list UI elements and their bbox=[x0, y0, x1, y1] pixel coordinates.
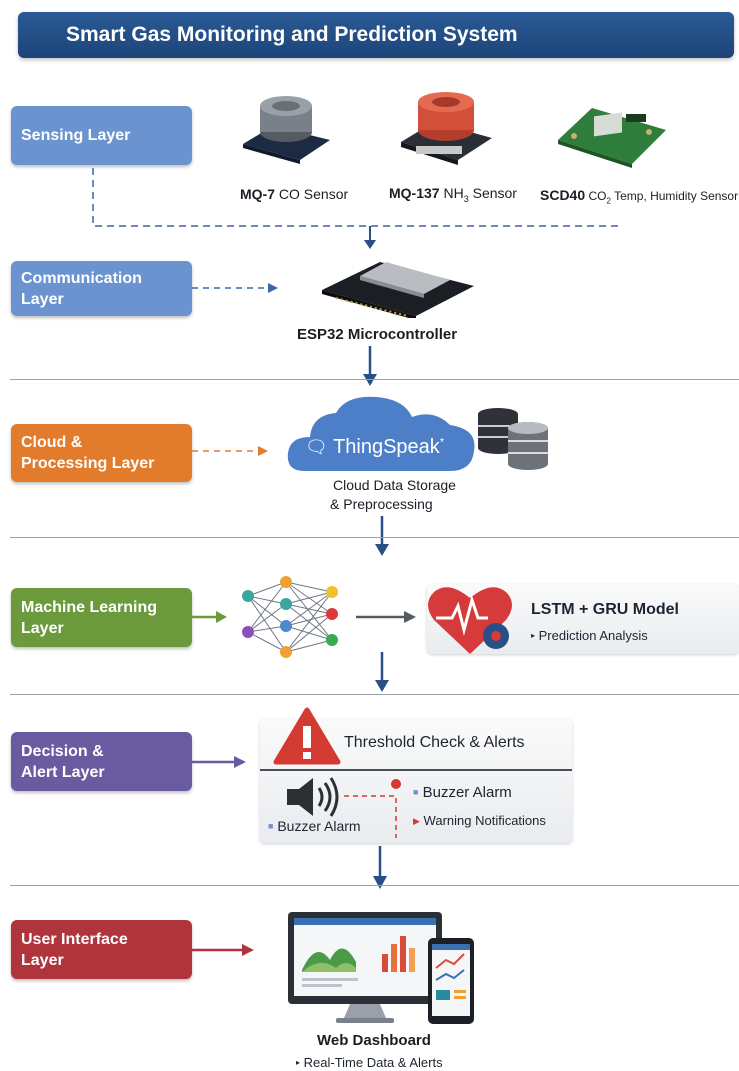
threshold-title: Threshold Check & Alerts bbox=[344, 734, 525, 751]
square-bullet-icon: ■ bbox=[268, 821, 274, 831]
realtime-label: ▸ Real-Time Data & Alerts bbox=[296, 1055, 443, 1070]
decision-layer-box: Decision & Alert Layer bbox=[11, 732, 192, 791]
model-title: LSTM + GRU Model bbox=[531, 601, 679, 618]
bullet-icon: ▸ bbox=[531, 631, 536, 640]
sensing-layer-box: Sensing Layer bbox=[11, 106, 192, 165]
communication-layer-box: Communication Layer bbox=[11, 261, 192, 316]
ml-to-model-arrow bbox=[356, 611, 416, 623]
mq137-sensor-icon bbox=[401, 92, 492, 165]
arrow-decision-to-ui bbox=[373, 846, 387, 889]
separator-2 bbox=[10, 537, 739, 538]
dashboard-label: Web Dashboard bbox=[317, 1032, 431, 1049]
decision-connector bbox=[344, 779, 401, 838]
decision-divider bbox=[260, 769, 572, 771]
cloud-layer-box: Cloud & Processing Layer bbox=[11, 424, 192, 482]
scd40-label: SCD40 CO2 Temp, Humidity Sensor bbox=[540, 187, 739, 206]
sensing-connectors bbox=[92, 168, 620, 249]
esp32-board-icon bbox=[322, 262, 474, 318]
mq7-label: MQ-7 CO Sensor bbox=[240, 186, 349, 202]
scd40-sensor-icon bbox=[558, 108, 666, 168]
communication-arrow bbox=[192, 283, 278, 293]
buzzer-left: ■ Buzzer Alarm bbox=[268, 818, 361, 834]
warning-icon bbox=[273, 707, 341, 765]
square-bullet-icon: ■ bbox=[413, 787, 419, 797]
mq137-label: MQ-137 NH3 Sensor bbox=[389, 185, 517, 204]
communication-layer-line1: Communication bbox=[21, 269, 142, 287]
title-bar bbox=[18, 12, 734, 58]
cloud-icon bbox=[287, 396, 475, 471]
separator-3 bbox=[10, 694, 739, 695]
cloud-arrow bbox=[192, 446, 268, 456]
separator-1 bbox=[10, 379, 739, 380]
database-icon bbox=[478, 408, 548, 470]
warning-notifications: ▶ Warning Notifications bbox=[413, 813, 546, 828]
ml-layer-box: Machine Learning Layer bbox=[11, 588, 192, 647]
neural-network-icon bbox=[242, 576, 338, 658]
chat-icon: 🗨 bbox=[305, 437, 328, 457]
speaker-icon bbox=[287, 777, 339, 817]
arrow-esp-to-cloud bbox=[363, 346, 377, 386]
cloud-caption: Cloud Data Storage & Preprocessing bbox=[330, 477, 456, 512]
ui-arrow bbox=[192, 944, 254, 956]
arrow-cloud-to-ml bbox=[375, 516, 389, 556]
esp32-label: ESP32 Microcontroller bbox=[297, 326, 458, 343]
decision-arrow bbox=[192, 756, 246, 768]
page-title: Smart Gas Monitoring and Prediction Syst… bbox=[66, 23, 518, 46]
thingspeak-brand: 🗨 ThingSpeak* bbox=[305, 436, 445, 458]
communication-layer-line2: Layer bbox=[21, 290, 64, 308]
triangle-bullet-icon: ▶ bbox=[413, 816, 420, 826]
buzzer-right: ■ Buzzer Alarm bbox=[413, 784, 512, 801]
monitor-dashboard-icon bbox=[288, 912, 474, 1024]
heart-pulse-icon bbox=[428, 587, 512, 654]
model-subtitle: ▸ Prediction Analysis bbox=[531, 628, 648, 643]
mq7-sensor-icon bbox=[243, 96, 330, 164]
ui-layer-box: User Interface Layer bbox=[11, 920, 192, 979]
ml-arrow bbox=[192, 611, 227, 623]
sensing-layer-label: Sensing Layer bbox=[21, 127, 131, 144]
arrow-ml-to-decision bbox=[375, 652, 389, 692]
separator-4 bbox=[10, 885, 739, 886]
bullet-icon: ▸ bbox=[296, 1058, 301, 1067]
